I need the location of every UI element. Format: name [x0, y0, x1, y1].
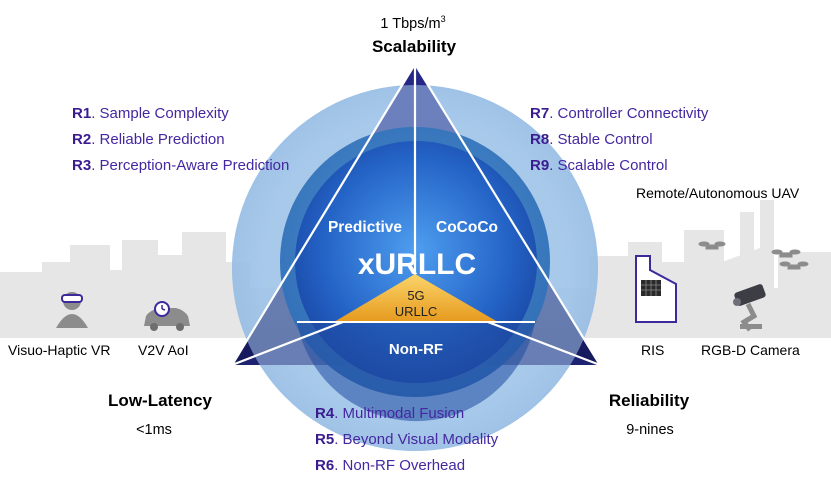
cococo-label: CoCoCo	[436, 219, 498, 236]
car-clock-icon	[144, 301, 190, 331]
requirement-r2: R2. Reliable Prediction	[72, 131, 225, 148]
requirement-r8: R8. Stable Control	[530, 131, 653, 148]
requirements-right-list: R7. Controller Connectivity R8. Stable C…	[530, 105, 709, 174]
requirement-r1: R1. Sample Complexity	[72, 105, 229, 122]
uav-label: Remote/Autonomous UAV	[636, 185, 800, 201]
v2v-label: V2V AoI	[138, 342, 189, 358]
non-rf-label: Non-RF	[389, 341, 443, 358]
ris-panel-icon	[635, 255, 677, 323]
predictive-label: Predictive	[328, 219, 402, 236]
requirements-left-list: R1. Sample Complexity R2. Reliable Predi…	[72, 105, 289, 174]
drone-icon	[698, 241, 809, 270]
scalability-metric: 1 Tbps/m3	[380, 14, 445, 32]
requirement-r4: R4. Multimodal Fusion	[315, 405, 464, 422]
low-latency-title: Low-Latency	[108, 391, 212, 410]
reliability-title: Reliability	[609, 391, 690, 410]
rgbd-label: RGB-D Camera	[701, 342, 800, 358]
requirement-r9: R9. Scalable Control	[530, 157, 668, 174]
requirements-bottom-list: R4. Multimodal Fusion R5. Beyond Visual …	[315, 405, 499, 474]
reliability-metric: 9-nines	[626, 422, 674, 438]
core-label-5g: 5G	[407, 288, 424, 303]
non-rf-cap	[297, 322, 535, 422]
visuo-haptic-label: Visuo-Haptic VR	[8, 342, 110, 358]
urllc-core	[334, 274, 498, 322]
xurllc-title: xURLLC	[358, 248, 476, 281]
low-latency-metric: <1ms	[136, 422, 172, 438]
requirement-r7: R7. Controller Connectivity	[530, 105, 709, 122]
vr-headset-user-icon	[56, 292, 88, 328]
scalability-title: Scalability	[372, 37, 457, 56]
ris-label: RIS	[641, 342, 664, 358]
rgbd-camera-robot-icon	[733, 284, 766, 332]
requirement-r6: R6. Non-RF Overhead	[315, 457, 465, 474]
core-label-urllc: URLLC	[395, 304, 438, 319]
requirement-r5: R5. Beyond Visual Modality	[315, 431, 499, 448]
requirement-r3: R3. Perception-Aware Prediction	[72, 157, 289, 174]
